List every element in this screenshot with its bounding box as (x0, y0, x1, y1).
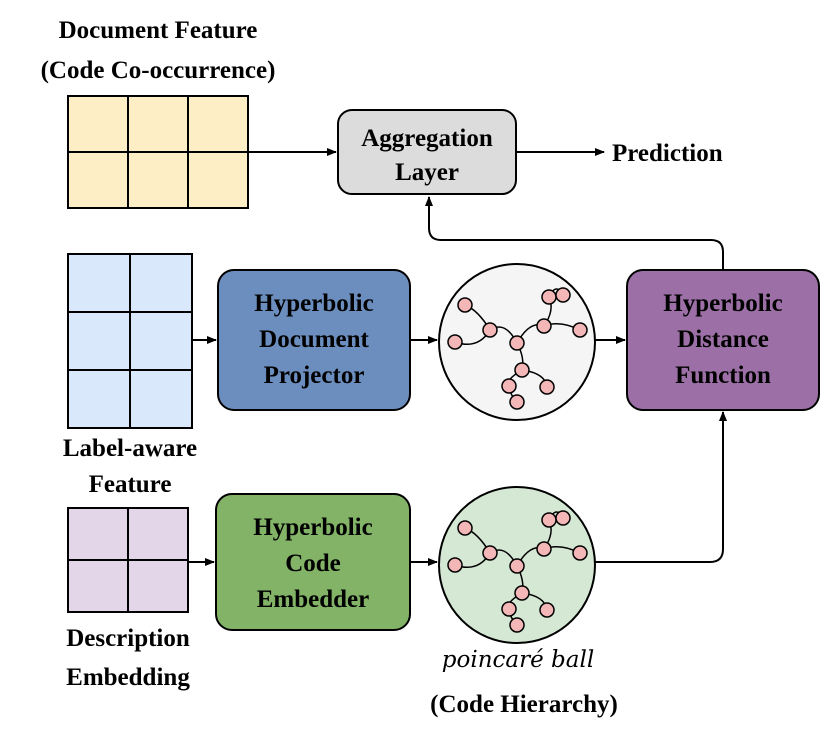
doc-projector-line3: Projector (264, 362, 365, 389)
poincare-ball-top (438, 263, 596, 421)
description-embedding-grid (67, 507, 189, 613)
distance-fn-line2: Distance (677, 326, 769, 353)
code-embedder-line1: Hyperbolic (253, 514, 372, 541)
distance-function-box: Hyperbolic Distance Function (626, 269, 820, 411)
connectors (188, 148, 727, 566)
distance-fn-line1: Hyperbolic (663, 290, 782, 317)
doc-feature-grid (67, 95, 249, 209)
doc-projector-line2: Document (259, 326, 369, 353)
hierarchy-tree-bottom (447, 510, 588, 633)
distance-fn-line3: Function (675, 362, 771, 389)
label-aware-title-line2: Feature (89, 471, 172, 498)
code-embedder-box: Hyperbolic Code Embedder (215, 493, 411, 631)
aggregation-label-line1: Aggregation (361, 125, 493, 152)
arrow-distance-to-aggregation (425, 196, 724, 270)
poincare-ball-bottom (438, 486, 596, 644)
code-embedder-line2: Code (285, 550, 341, 577)
label-aware-feature-grid (67, 253, 193, 429)
arrow-code-ball-to-distance (595, 411, 727, 563)
doc-feature-title-line2: (Code Co-occurrence) (41, 57, 276, 84)
prediction-label: Prediction (612, 140, 723, 167)
doc-projector-line1: Hyperbolic (254, 290, 373, 317)
code-embedder-line3: Embedder (257, 586, 370, 613)
doc-projector-box: Hyperbolic Document Projector (217, 269, 411, 411)
label-aware-title-line1: Label-aware (63, 435, 197, 462)
poincare-ball-label: poincaré ball (442, 647, 594, 673)
doc-feature-title-line1: Document Feature (59, 17, 258, 44)
description-title-line1: Description (66, 625, 190, 652)
aggregation-layer-box: Aggregation Layer (337, 109, 517, 195)
code-hierarchy-label: (Code Hierarchy) (430, 691, 618, 718)
hierarchy-tree-top (447, 287, 588, 410)
aggregation-label-line2: Layer (395, 159, 459, 186)
description-title-line2: Embedding (66, 664, 190, 691)
